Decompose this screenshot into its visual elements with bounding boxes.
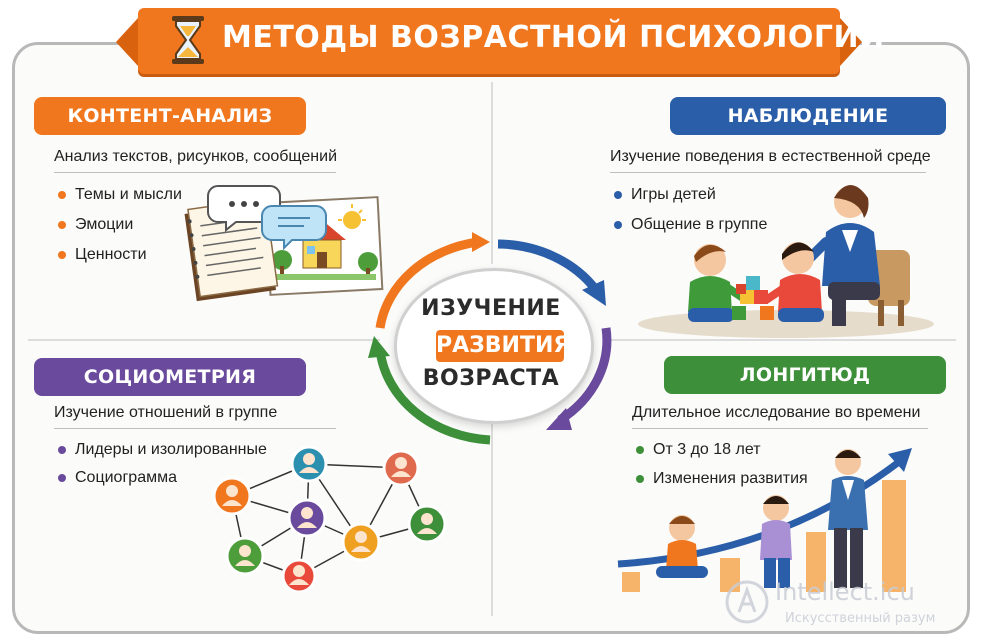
observation-subtitle: Изучение поведения в естественной среде [610,148,931,165]
divider-right [606,339,956,341]
longitude-ribbon: ЛОНГИТЮД [664,356,946,394]
content-analysis-underline [54,172,336,173]
watermark-title: Intellect.icu [775,578,915,606]
center-line-3: ВОЗРАСТА [422,366,560,391]
center-line-1: ИЗУЧЕНИЕ [421,296,561,321]
cycle-arrows [368,232,612,445]
center-line-2: РАЗВИТИЯ [436,330,570,362]
longitude-underline [632,428,928,429]
sociogram-illustration [212,446,447,592]
bullet-dot [636,475,644,483]
list-item: Темы и мысли [58,186,182,204]
longitude-subtitle: Длительное исследование во времени [632,404,921,421]
bullet-dot [58,446,66,454]
bullet-dot [58,221,66,229]
list-item: От 3 до 18 лет [636,441,761,459]
list-item: Ценности [58,246,147,264]
list-item: Изменения развития [636,470,808,488]
page-title: МЕТОДЫ ВОЗРАСТНОЙ ПСИХОЛОГИИ [222,20,885,55]
divider-bottom [491,424,493,616]
bullet-dot [636,446,644,454]
content-analysis-subtitle: Анализ текстов, рисунков, сообщений [54,148,337,165]
divider-left [28,339,380,341]
title-banner [116,8,862,74]
bullet-dot [614,221,622,229]
sociometry-subtitle: Изучение отношений в группе [54,404,278,421]
observation-underline [610,172,926,173]
person-node-orange [212,476,252,516]
divider-top [491,82,493,264]
list-item: Социограмма [58,469,177,487]
watermark-logo: Intellect.icu Искусственный разум [725,578,935,626]
list-item: Лидеры и изолированные [58,441,267,459]
bullet-dot [58,191,66,199]
watermark-subtitle: Искусственный разум [785,611,935,626]
list-item: Игры детей [614,186,716,204]
hourglass-icon [172,16,204,64]
list-item: Эмоции [58,216,133,234]
notebook-drawing-illustration [184,185,384,302]
bullet-dot [58,251,66,259]
list-item: Общение в группе [614,216,767,234]
growth-illustration [617,448,912,592]
content-analysis-ribbon: КОНТЕНТ-АНАЛИЗ [34,97,306,135]
sociometry-underline [54,428,336,429]
sociometry-ribbon: СОЦИОМЕТРИЯ [34,358,306,396]
bullet-dot [58,474,66,482]
bullet-dot [614,191,622,199]
children-playing-illustration [638,185,934,338]
observation-ribbon: НАБЛЮДЕНИЕ [670,97,946,135]
